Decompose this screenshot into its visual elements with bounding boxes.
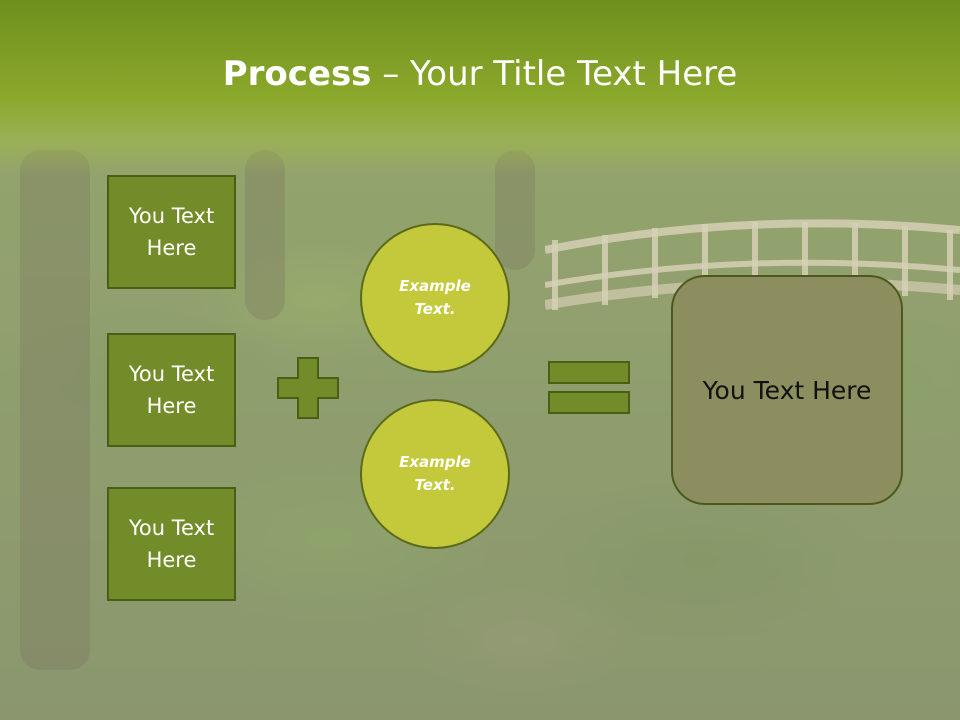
example-circle-1[interactable]: Example Text. (360, 223, 510, 373)
result-box[interactable]: You Text Here (671, 275, 903, 505)
equals-icon[interactable] (548, 361, 630, 415)
input-box-1[interactable]: You Text Here (107, 175, 236, 289)
tree-trunk-center (245, 150, 285, 320)
input-box-2[interactable]: You Text Here (107, 333, 236, 447)
title-bold: Process (222, 54, 372, 94)
circle-label: Example Text. (399, 277, 471, 318)
input-box-3[interactable]: You Text Here (107, 487, 236, 601)
slide-title[interactable]: Process – Your Title Text Here (0, 52, 960, 96)
title-rest: – Your Title Text Here (371, 54, 738, 94)
title-band (0, 0, 960, 175)
input-box-label: You Text Here (128, 204, 215, 260)
circle-label: Example Text. (399, 453, 471, 494)
input-box-label: You Text Here (128, 362, 215, 418)
result-label: You Text Here (702, 375, 872, 405)
input-box-label: You Text Here (128, 516, 215, 572)
tree-trunk-left (20, 150, 90, 670)
plus-icon[interactable] (276, 356, 340, 420)
example-circle-2[interactable]: Example Text. (360, 399, 510, 549)
